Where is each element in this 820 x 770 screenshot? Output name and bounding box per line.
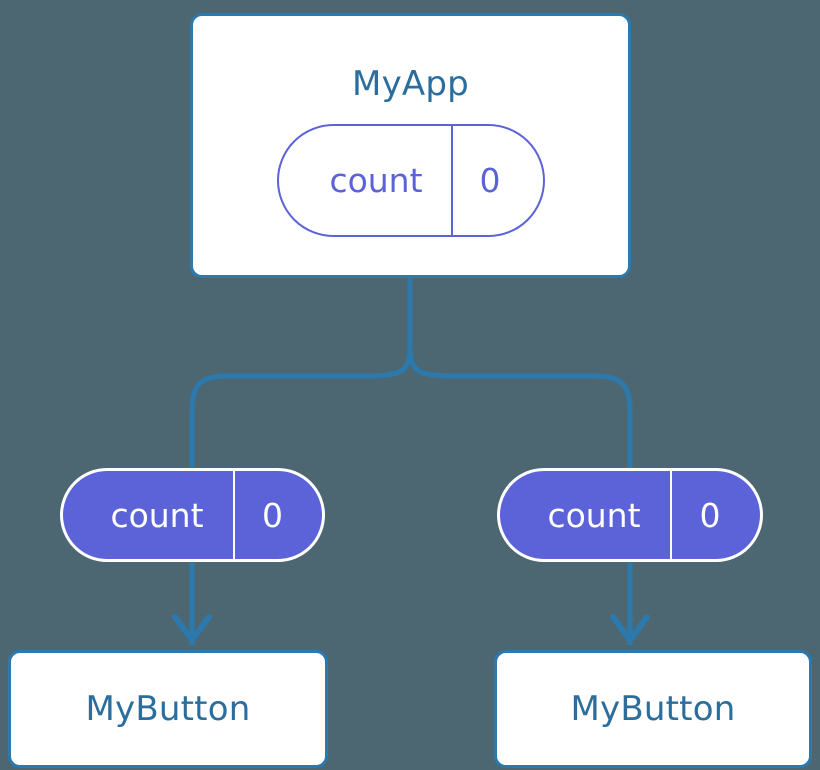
component-title-mybutton: MyButton [85,689,251,729]
component-node-mybutton-right[interactable]: MyButton [494,650,812,768]
connector-branch-right [407,345,633,471]
prop-pill-key: count [500,471,672,559]
prop-pill-right[interactable]: count 0 [497,468,763,562]
prop-pill-key: count [63,471,235,559]
state-pill-value: 0 [479,161,501,200]
prop-pill-value: 0 [699,495,721,535]
state-pill-myapp[interactable]: count 0 [277,124,545,237]
arrow-down-icon-right [610,614,650,643]
connector-branch-left [189,345,413,471]
arrow-down-icon-left [172,614,212,643]
component-title-mybutton: MyButton [570,689,736,729]
state-pill-key: count [279,126,453,235]
prop-pill-value: 0 [262,495,283,535]
component-title-myapp: MyApp [352,64,469,104]
component-node-mybutton-left[interactable]: MyButton [8,650,328,768]
prop-pill-left[interactable]: count 0 [60,468,325,562]
